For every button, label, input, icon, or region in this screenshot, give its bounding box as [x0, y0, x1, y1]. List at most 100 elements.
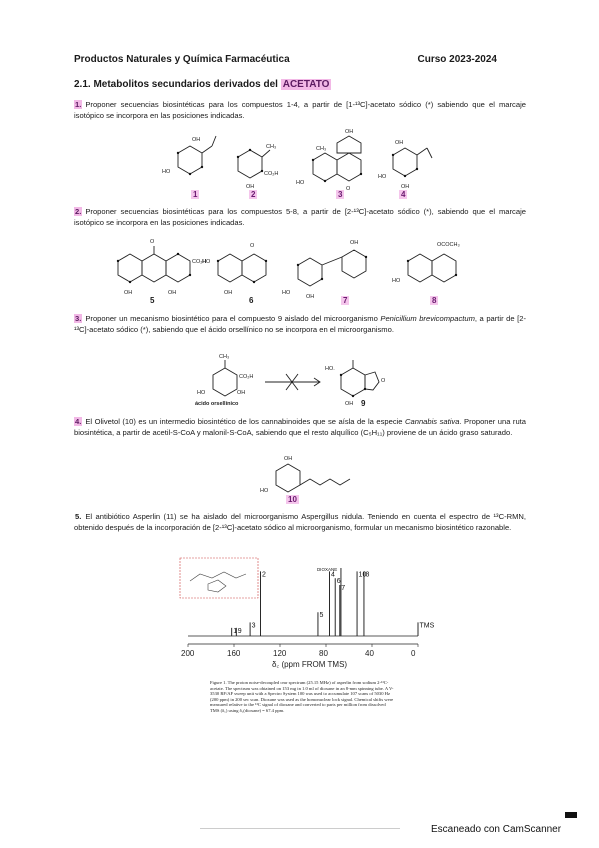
c9-ho: HO.	[325, 366, 335, 372]
compound-label-7: 7	[341, 296, 350, 305]
c5-o: O	[150, 239, 155, 245]
spectrum-peak-label-1: 1	[233, 628, 237, 635]
c6-ho: HO	[202, 259, 211, 265]
c1-oh: OH	[192, 137, 200, 143]
compound-8-ring-a	[407, 253, 433, 283]
compound-3-ring-b	[336, 152, 362, 182]
compounds-1-4-structures: OH HO CH₃ CO₂H OH CH₃ OH HO O OH HO OH	[162, 129, 433, 192]
c2-co2h: CO₂H	[264, 171, 278, 177]
question-2-text: Proponer secuencias biosintéticas para l…	[74, 207, 526, 227]
question-3-species: Penicillium brevicompactum	[380, 314, 475, 323]
spectrum-peak-label-10: 10	[359, 571, 367, 578]
c3-o: O	[346, 186, 351, 192]
orsellinic-ch3: CH₃	[219, 354, 229, 360]
question-2: 2.Proponer secuencias biosintéticas para…	[74, 207, 526, 228]
question-3-scheme: CH₃ CO₂H HO OH ácido orsellínico HO. O O…	[195, 354, 386, 407]
c8-ococh3: OCOCH₃	[437, 242, 460, 248]
question-4-species: Cannabis sativa	[405, 417, 460, 426]
olivetol-pentyl-chain	[299, 478, 351, 486]
compound-label-1: 1	[191, 190, 200, 199]
course-title: Productos Naturales y Química Farmacéuti…	[74, 54, 290, 65]
spectrum-peak-label-3: 3	[252, 622, 256, 629]
question-4-text-a: El Olivetol (10) es un intermedio biosin…	[85, 417, 406, 426]
question-1-text: Proponer secuencias biosintéticas para l…	[74, 100, 526, 120]
compound-label-8: 8	[430, 296, 439, 305]
question-1: 1.Proponer secuencias biosintéticas para…	[74, 100, 526, 121]
spectrum-tick-label-0: 0	[411, 649, 416, 658]
spectrum-tick-label-40: 40	[365, 649, 374, 658]
compound-3-ring-a	[312, 152, 338, 182]
section-title-prefix: 2.1. Metabolitos secundarios derivados d…	[74, 79, 278, 90]
c6-oh: OH	[224, 290, 232, 296]
compound-5-ring-c	[165, 253, 191, 283]
spectrum-peak-label-4: 4	[331, 571, 335, 578]
question-4-number: 4.	[74, 417, 83, 426]
question-4: 4.El Olivetol (10) es un intermedio bios…	[74, 417, 526, 438]
olivetol-ring	[275, 463, 301, 493]
compound-5-ring-b	[141, 253, 167, 283]
question-5-number: 5.	[75, 512, 82, 521]
course-year: Curso 2023-2024	[417, 54, 498, 65]
c9-o: O	[381, 378, 386, 384]
question-3-text-b: , a partir de [2-¹³C]-acetato sódico (*)…	[74, 314, 526, 334]
spectrum-peak-label-7: 7	[341, 585, 345, 592]
spectrum-peak-label-9: 9	[238, 628, 242, 635]
compound-label-10: 10	[286, 495, 299, 504]
c9-oh: OH	[345, 401, 353, 407]
c7-ho: HO	[282, 290, 291, 296]
orsellinic-ho: HO	[197, 390, 206, 396]
spectrum-tick-label-160: 160	[227, 649, 241, 658]
orsellinic-acid-ring	[212, 367, 238, 397]
orsellinic-co2h: CO₂H	[239, 374, 253, 380]
scanner-footer: Escaneado con CamScanner	[431, 824, 562, 835]
spectrum-ticks: 200 160 120 80 40 0	[181, 644, 419, 658]
compound-5-ring-a	[117, 253, 143, 283]
section-title: 2.1. Metabolitos secundarios derivados d…	[74, 79, 332, 90]
spectrum-tick-label-120: 120	[273, 649, 287, 658]
compound-7-ring-b	[341, 249, 367, 279]
question-5: 5.El antibiótico Asperlin (11) se ha ais…	[74, 512, 526, 533]
question-1-number: 1.	[74, 100, 83, 109]
compound-3-ring-c	[336, 135, 362, 154]
question-4-text-b: . Proponer una ruta biosintética, a part…	[74, 417, 527, 437]
question-2-number: 2.	[74, 207, 83, 216]
c5-co2h: CO₂H	[192, 259, 206, 265]
c7-oh: OH	[350, 240, 358, 246]
compound-9-ring	[340, 367, 366, 397]
compound-label-2: 2	[249, 190, 258, 199]
compound-2-ring	[237, 149, 263, 179]
question-5-text: El antibiótico Asperlin (11) se ha aisla…	[74, 512, 526, 532]
compound-9-lactone	[364, 371, 380, 391]
compound-7-ring-a	[297, 257, 323, 287]
c4-ho: HO	[378, 174, 387, 180]
spectrum-peak-label-2: 2	[262, 571, 266, 578]
compound-6-ring-a	[217, 253, 243, 283]
c4-oh: OH	[395, 140, 403, 146]
section-title-highlight: ACETATO	[280, 79, 332, 90]
olivetol-structure: OH HO	[260, 456, 351, 494]
c5-oh-b: OH	[168, 290, 176, 296]
c4-oh-b: OH	[401, 184, 409, 190]
orsellinic-oh: OH	[237, 390, 245, 396]
c2-oh: OH	[246, 184, 254, 190]
spectrum-peak-label-tms: TMS	[420, 622, 435, 629]
question-3: 3.Proponer un mecanismo biosintético par…	[74, 314, 526, 335]
spectrum-peak-label-8: 8	[365, 571, 369, 578]
spectrum-axis-label: δ꜀ (ppm FROM TMS)	[272, 660, 347, 669]
camscanner-icon	[565, 812, 577, 818]
question-3-number: 3.	[74, 314, 83, 323]
spectrum-tick-label-80: 80	[319, 649, 328, 658]
page-bottom-rule	[200, 828, 400, 829]
compound-4-ring	[392, 147, 418, 177]
spectrum-peak-label-6: 6	[337, 578, 341, 585]
spectrum-tick-label-200: 200	[181, 649, 195, 658]
c8-ho: HO	[392, 278, 401, 284]
c3-oh: OH	[345, 129, 353, 135]
compounds-5-8-structures: O CO₂H OH OH HO O OH OH HO OH OCOCH₃ HO	[116, 239, 460, 300]
compound-8-ring-b	[431, 253, 457, 283]
spectrum-peaks	[231, 568, 419, 636]
compound-label-5: 5	[150, 296, 155, 305]
